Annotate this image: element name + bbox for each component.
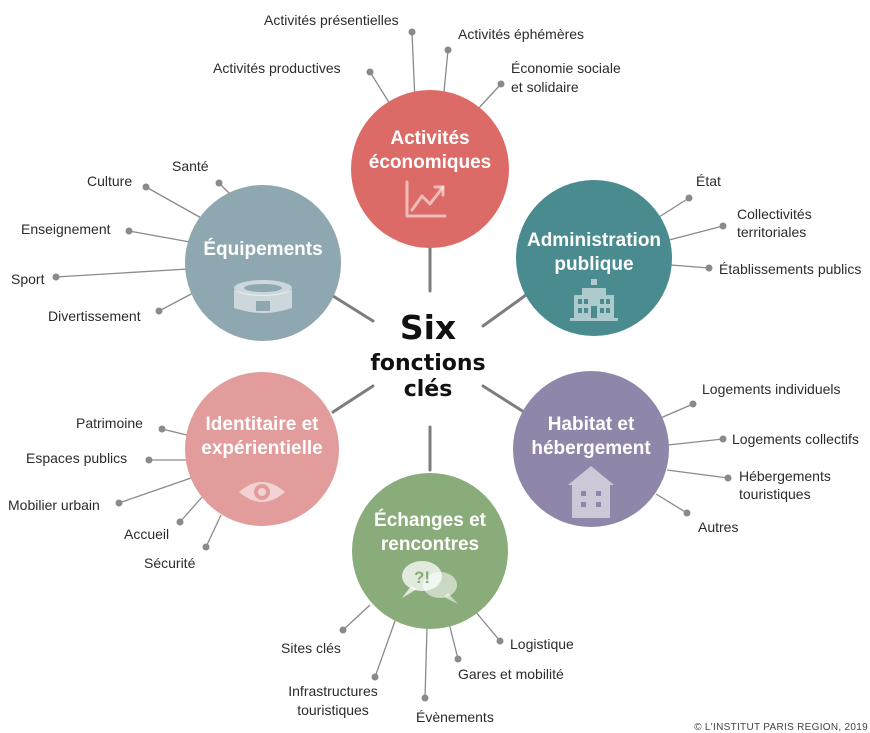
label-hebergements-line1: Hébergements <box>739 468 831 484</box>
circle-administration-publique: Administration publique <box>516 180 672 336</box>
label-logements-collectifs: Logements collectifs <box>732 431 859 447</box>
bubble-echanges <box>352 473 508 629</box>
circle-identitaire-experientielle: Identitaire et expérientielle <box>185 372 339 526</box>
label-sites-cles: Sites clés <box>281 640 341 656</box>
leader-lines <box>52 28 732 702</box>
habitat-title-line2: hébergement <box>531 438 651 459</box>
label-hebergements-line2: touristiques <box>739 486 811 502</box>
label-collectivites-line1: Collectivités <box>737 206 812 222</box>
house-icon <box>568 466 614 518</box>
habitat-title-line1: Habitat et <box>548 414 635 435</box>
label-economie-sociale-line1: Économie sociale <box>511 60 621 76</box>
label-logistique: Logistique <box>510 636 574 652</box>
circle-echanges-rencontres: Échanges et rencontres ?! <box>352 473 508 629</box>
eye-icon <box>239 482 285 502</box>
connector-identitaire <box>331 384 375 414</box>
center-title-line1: Six <box>400 308 456 347</box>
economie-title-line1: Activités <box>390 128 469 149</box>
circle-habitat-hebergement: Habitat et hébergement <box>513 371 669 527</box>
label-sante: Santé <box>172 158 209 174</box>
label-culture: Culture <box>87 173 132 189</box>
label-divertissement: Divertissement <box>48 308 141 324</box>
label-sport: Sport <box>11 271 45 287</box>
label-patrimoine: Patrimoine <box>76 415 143 431</box>
center-title-line2: fonctions <box>370 351 485 376</box>
center-title: Six fonctions clés <box>370 308 485 402</box>
echanges-title-line2: rencontres <box>381 534 479 555</box>
label-accueil: Accueil <box>124 526 169 542</box>
label-mobilier-urbain: Mobilier urbain <box>8 497 100 513</box>
circle-activites-economiques: Activités économiques <box>351 90 509 248</box>
economie-title-line2: économiques <box>369 152 491 173</box>
equipements-title: Équipements <box>203 238 322 260</box>
growth-chart-icon <box>405 180 447 218</box>
label-economie-sociale-line2: et solidaire <box>511 79 579 95</box>
label-evenements: Évènements <box>416 709 494 725</box>
labels: Activités présentielles Activités éphémè… <box>8 12 861 725</box>
label-activites-ephemeres: Activités éphémères <box>458 26 584 42</box>
hub-connectors <box>331 244 528 472</box>
connector-equipements <box>331 294 375 323</box>
label-infrastructures-line1: Infrastructures <box>288 683 377 699</box>
administration-title-line1: Administration <box>527 230 661 251</box>
label-logements-individuels: Logements individuels <box>702 381 841 397</box>
bubble-administration <box>516 180 672 336</box>
bubble-identitaire <box>185 372 339 526</box>
center-title-line3: clés <box>404 377 453 402</box>
bubble-economie <box>351 90 509 248</box>
echanges-title-line1: Échanges et <box>374 509 487 531</box>
bubble-equipements <box>185 185 341 341</box>
label-enseignement: Enseignement <box>21 221 111 237</box>
identitaire-title-line2: expérientielle <box>201 438 322 459</box>
label-activites-productives: Activités productives <box>213 60 341 76</box>
speech-bubble-text: ?! <box>414 568 430 587</box>
administration-title-line2: publique <box>554 254 633 275</box>
label-gares-mobilite: Gares et mobilité <box>458 666 564 682</box>
copyright-credit: © L'INSTITUT PARIS REGION, 2019 <box>694 722 868 733</box>
connector-administration <box>481 293 528 328</box>
label-collectivites-line2: territoriales <box>737 224 806 240</box>
label-securite: Sécurité <box>144 555 196 571</box>
label-activites-presentielles: Activités présentielles <box>264 12 399 28</box>
label-etat: État <box>696 173 721 189</box>
identitaire-title-line1: Identitaire et <box>206 414 320 435</box>
label-espaces-publics: Espaces publics <box>26 450 127 466</box>
bubble-habitat <box>513 371 669 527</box>
label-etablissements-publics: Établissements publics <box>719 261 861 277</box>
circle-equipements: Équipements <box>185 185 341 341</box>
label-autres: Autres <box>698 519 738 535</box>
label-infrastructures-line2: touristiques <box>297 702 369 718</box>
connector-habitat <box>481 384 526 414</box>
